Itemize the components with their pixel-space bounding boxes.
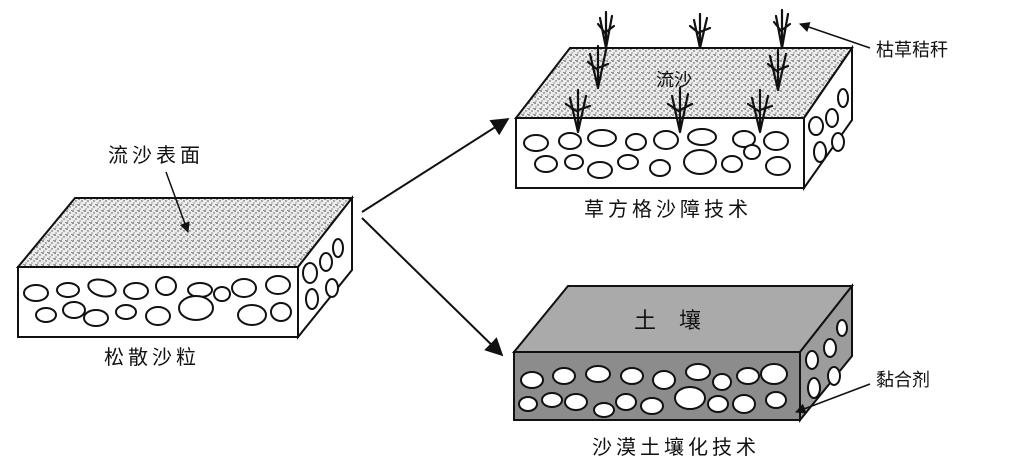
binder-pointer [795, 383, 871, 414]
soil-label: 土 壤 [634, 309, 709, 334]
flowing-sand-top-label: 流沙 [656, 70, 692, 91]
binder-label: 黏合剂 [876, 370, 930, 391]
straw-tuft-icon [746, 88, 774, 134]
loose-sand-front-face [17, 266, 299, 338]
straw-tuft-icon [688, 12, 712, 50]
loose-sand-grains-label: 松散沙粒 [104, 345, 200, 369]
arrow-to-straw-checkerboard [361, 118, 510, 213]
loose-sand-block: 流沙表面 松散沙粒 [15, 143, 355, 369]
desert-soilization-label: 沙漠土壤化技术 [592, 435, 760, 459]
desert-soilization-block: 土 壤 黏合剂 沙漠土壤化技术 [511, 283, 930, 459]
straw-tuft-icon [666, 86, 694, 134]
dead-grass-pointer [799, 22, 871, 49]
straw-tuft-icon [772, 8, 792, 50]
dead-grass-straw-label: 枯草秸秆 [876, 40, 948, 61]
arrow-to-desert-soilization [361, 217, 504, 357]
straw-tufts [564, 8, 792, 134]
straw-tuft-icon [564, 88, 592, 134]
flowing-sand-surface-label: 流沙表面 [108, 143, 204, 167]
straw-tuft-icon [766, 48, 790, 92]
flowing-sand-surface-pointer [165, 171, 190, 233]
straw-tuft-icon [586, 44, 610, 90]
loose-sand-grains [23, 238, 344, 327]
straw-checkerboard-block: 流沙 枯草秸秆 草方格沙障技术 [513, 8, 948, 221]
straw-tuft-icon [596, 10, 616, 50]
loose-sand-top-face [15, 197, 355, 268]
straw-block-grains [523, 88, 849, 179]
soil-block-grains [518, 319, 848, 418]
straw-checkerboard-label: 草方格沙障技术 [584, 197, 752, 221]
